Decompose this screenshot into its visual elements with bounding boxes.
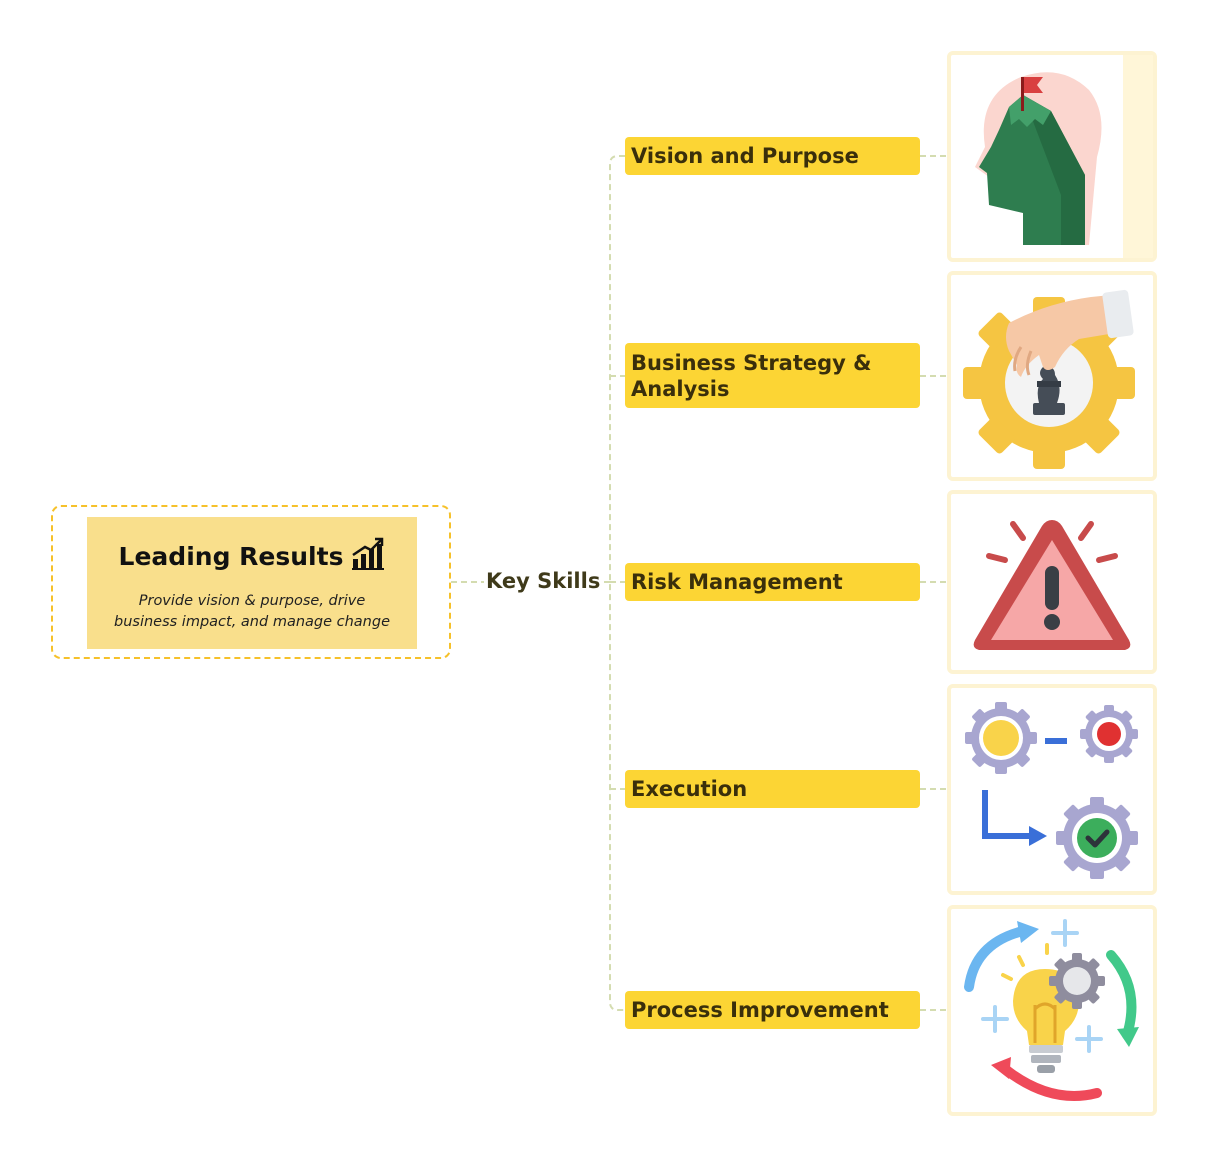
image-card-strategy (947, 271, 1157, 481)
mountain-flag-head-icon (975, 55, 1153, 258)
chart-increasing-icon (351, 537, 385, 575)
skill-label: Risk Management (631, 570, 843, 594)
image-card-execution (947, 684, 1157, 895)
skill-risk-management[interactable]: Risk Management (625, 563, 920, 601)
root-title: Leading Results (118, 541, 344, 571)
skill-label: Business Strategy & Analysis (631, 350, 872, 401)
image-card-vision (947, 51, 1157, 262)
root-subtitle: Provide vision & purpose, drive business… (114, 593, 390, 630)
skill-label: Process Improvement (631, 998, 889, 1022)
skill-vision-and-purpose[interactable]: Vision and Purpose (625, 137, 920, 175)
gears-checkmark-icon (965, 702, 1138, 879)
skill-label: Execution (631, 777, 748, 801)
skill-label: Vision and Purpose (631, 144, 859, 168)
skill-business-strategy[interactable]: Business Strategy & Analysis (625, 343, 920, 408)
root-node-frame[interactable] (51, 505, 451, 659)
skill-execution[interactable]: Execution (625, 770, 920, 808)
hand-chess-gear-icon (963, 289, 1135, 469)
lightbulb-gear-cycle-icon (964, 919, 1139, 1101)
image-card-process (947, 905, 1157, 1116)
key-skills-label: Key Skills (484, 569, 603, 593)
image-card-risk (947, 490, 1157, 674)
warning-triangle-icon (973, 520, 1131, 650)
skill-process-improvement[interactable]: Process Improvement (625, 991, 920, 1029)
root-node[interactable]: Leading Results Provide vision & purpose… (87, 517, 417, 649)
